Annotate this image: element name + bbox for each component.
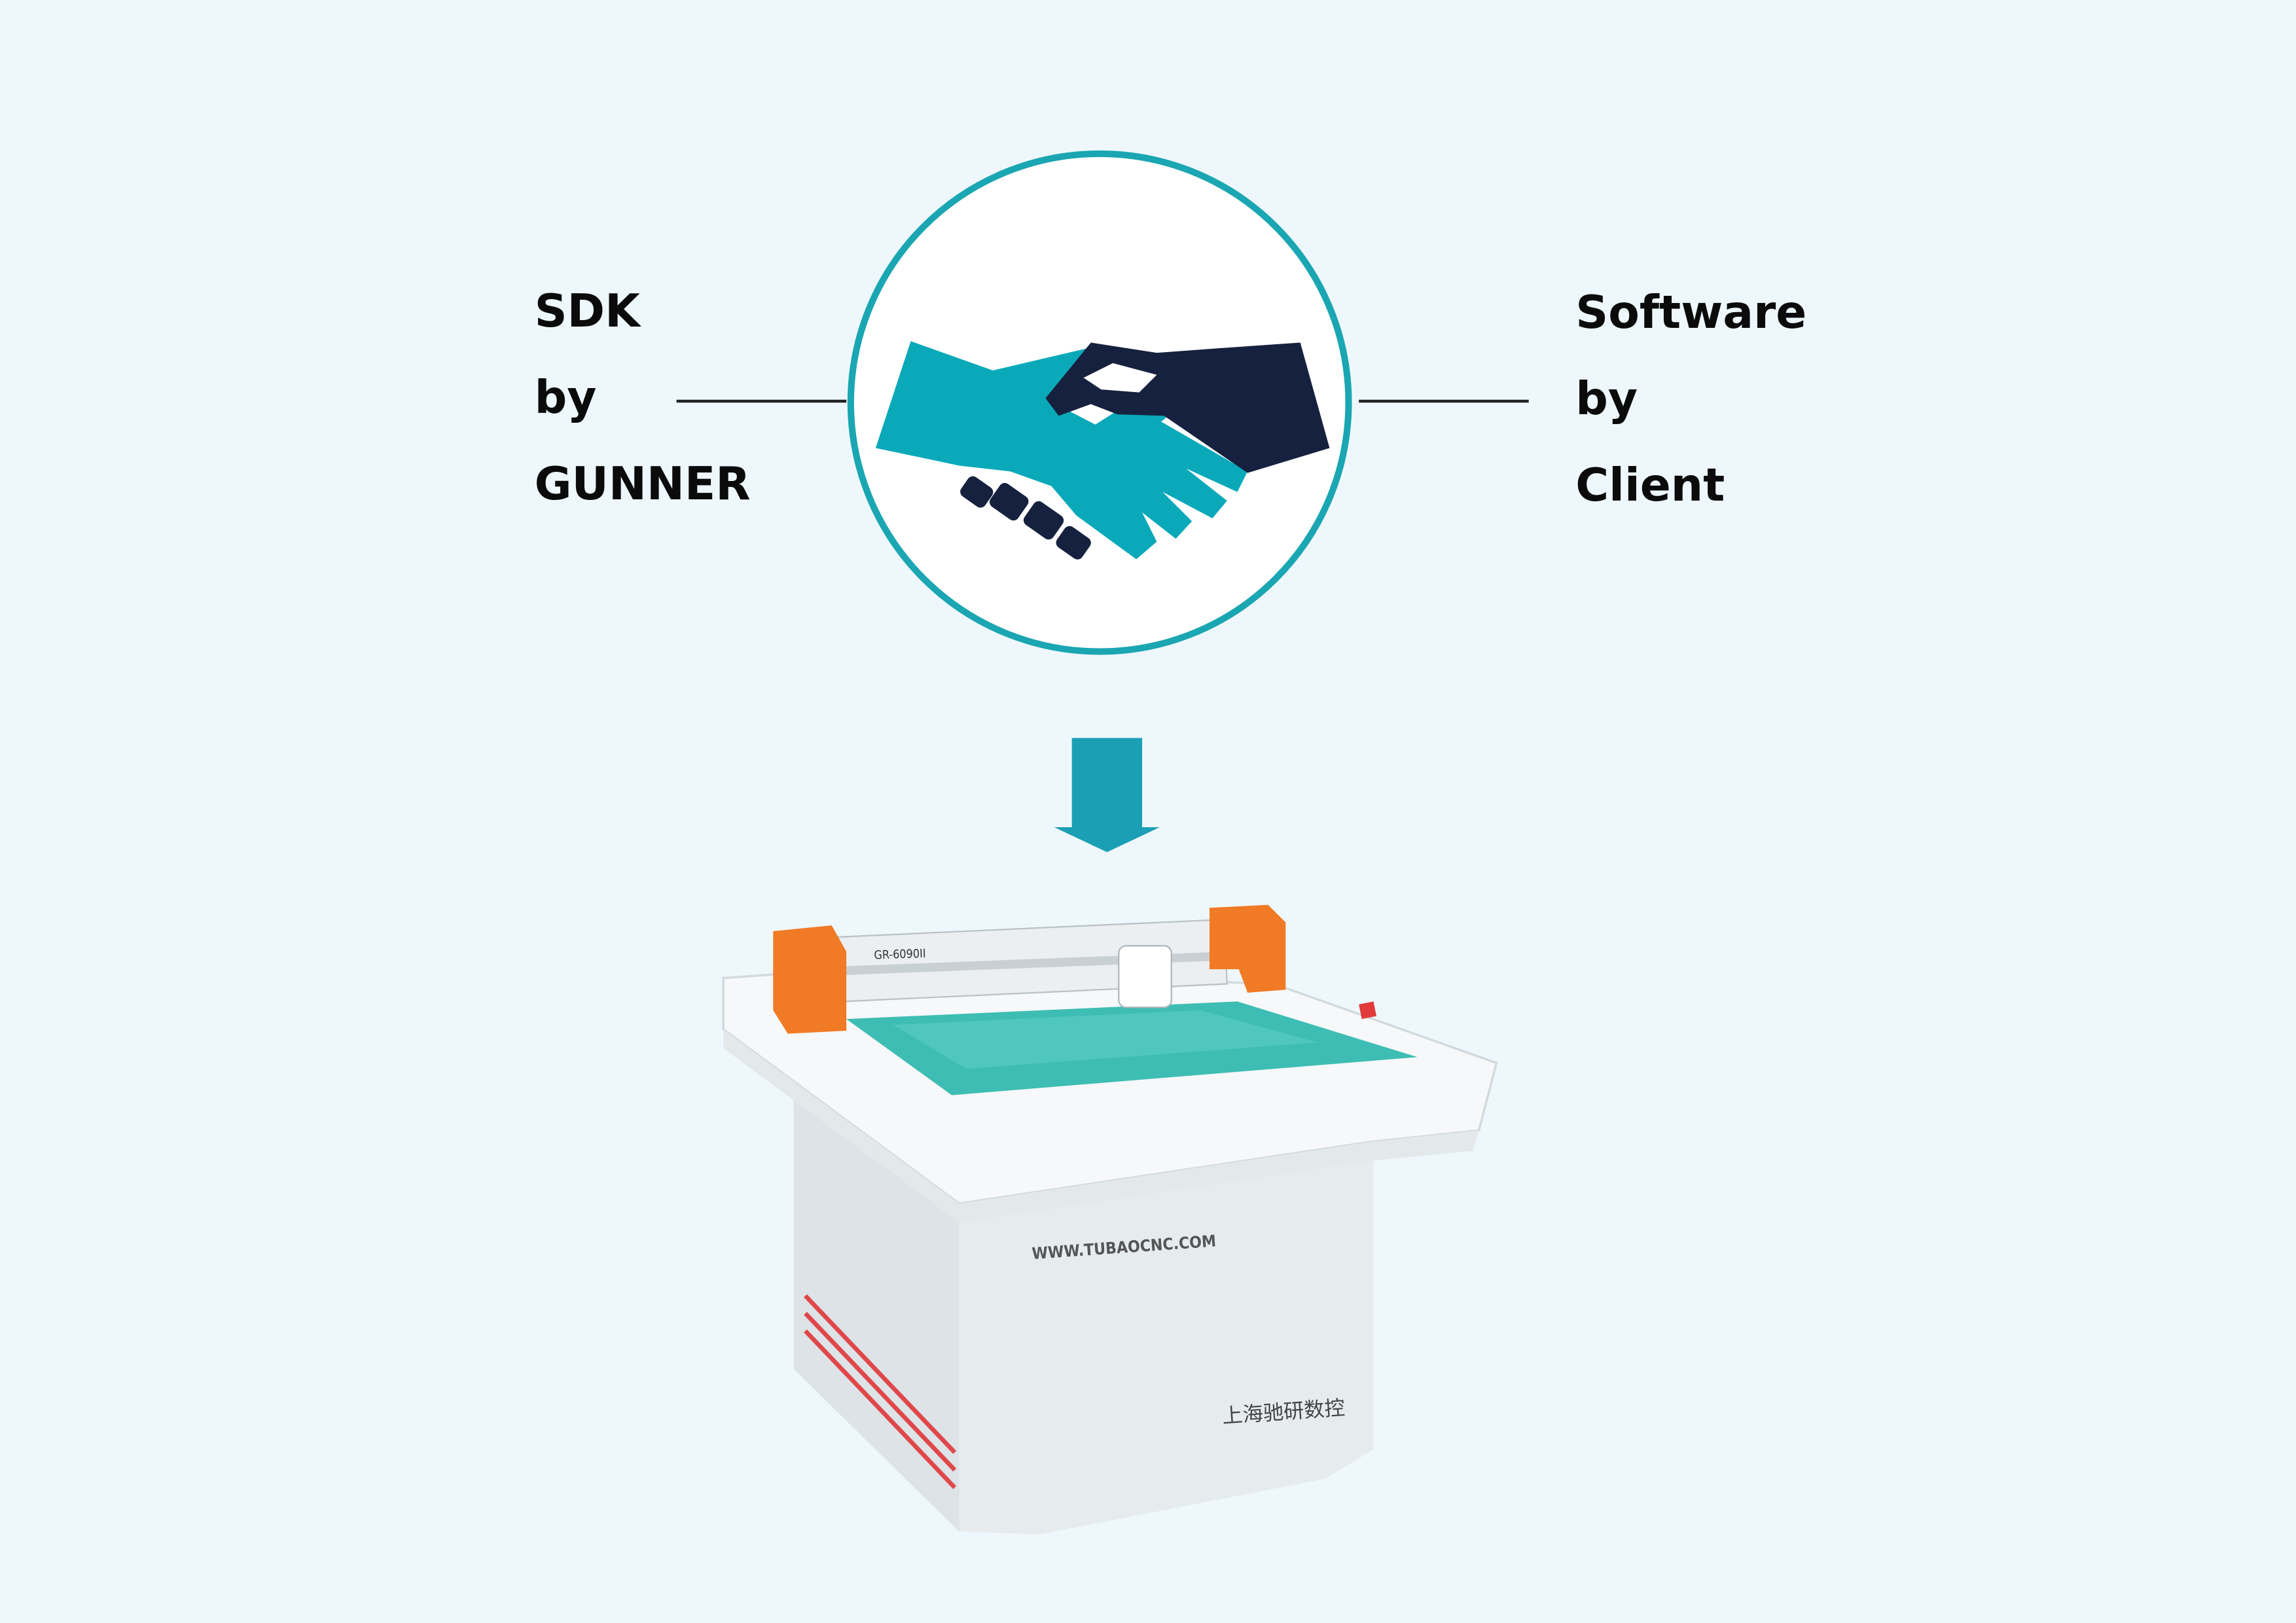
knuckle-3 — [1023, 501, 1064, 540]
right-label-line-1: Software — [1575, 287, 1807, 340]
right-label-line-3: Client — [1575, 459, 1725, 513]
left-label-line-2: by — [534, 372, 597, 425]
red-stripe-2 — [804, 1311, 957, 1472]
model-plate-text: GR-6090II — [874, 947, 926, 963]
handshake-icon — [875, 341, 1330, 560]
down-arrow-icon — [1054, 738, 1160, 853]
red-stripe-1 — [804, 1294, 957, 1454]
sdk-by-gunner-label: SDK by GUNNER — [535, 270, 751, 529]
right-end-cap — [1209, 904, 1286, 993]
knuckle-4 — [1056, 526, 1091, 560]
right-connector-line — [1359, 399, 1529, 403]
left-label-line-1: SDK — [534, 285, 640, 338]
red-knob — [1359, 1001, 1377, 1020]
cutting-bed-highlight — [893, 1010, 1318, 1069]
right-label-line-2: by — [1575, 373, 1638, 427]
machine-cabinet-side — [793, 1080, 960, 1532]
navy-hand-thumb-gap — [1083, 363, 1157, 393]
handshake-badge — [847, 150, 1352, 655]
left-end-cap — [773, 925, 847, 1034]
software-by-client-label: Software by Client — [1575, 271, 1806, 530]
red-stripe-3 — [804, 1329, 957, 1489]
cutting-machine-image: GR-6090II WWW.TUBAOCNC.COM 上海驰研数控 — [722, 904, 1498, 1535]
left-connector-line — [676, 399, 847, 403]
left-label-line-3: GUNNER — [534, 458, 751, 511]
knuckle-2 — [989, 483, 1029, 521]
knuckle-1 — [960, 476, 994, 508]
tool-carriage — [1118, 945, 1172, 1008]
table-top-edge — [723, 1029, 1479, 1223]
